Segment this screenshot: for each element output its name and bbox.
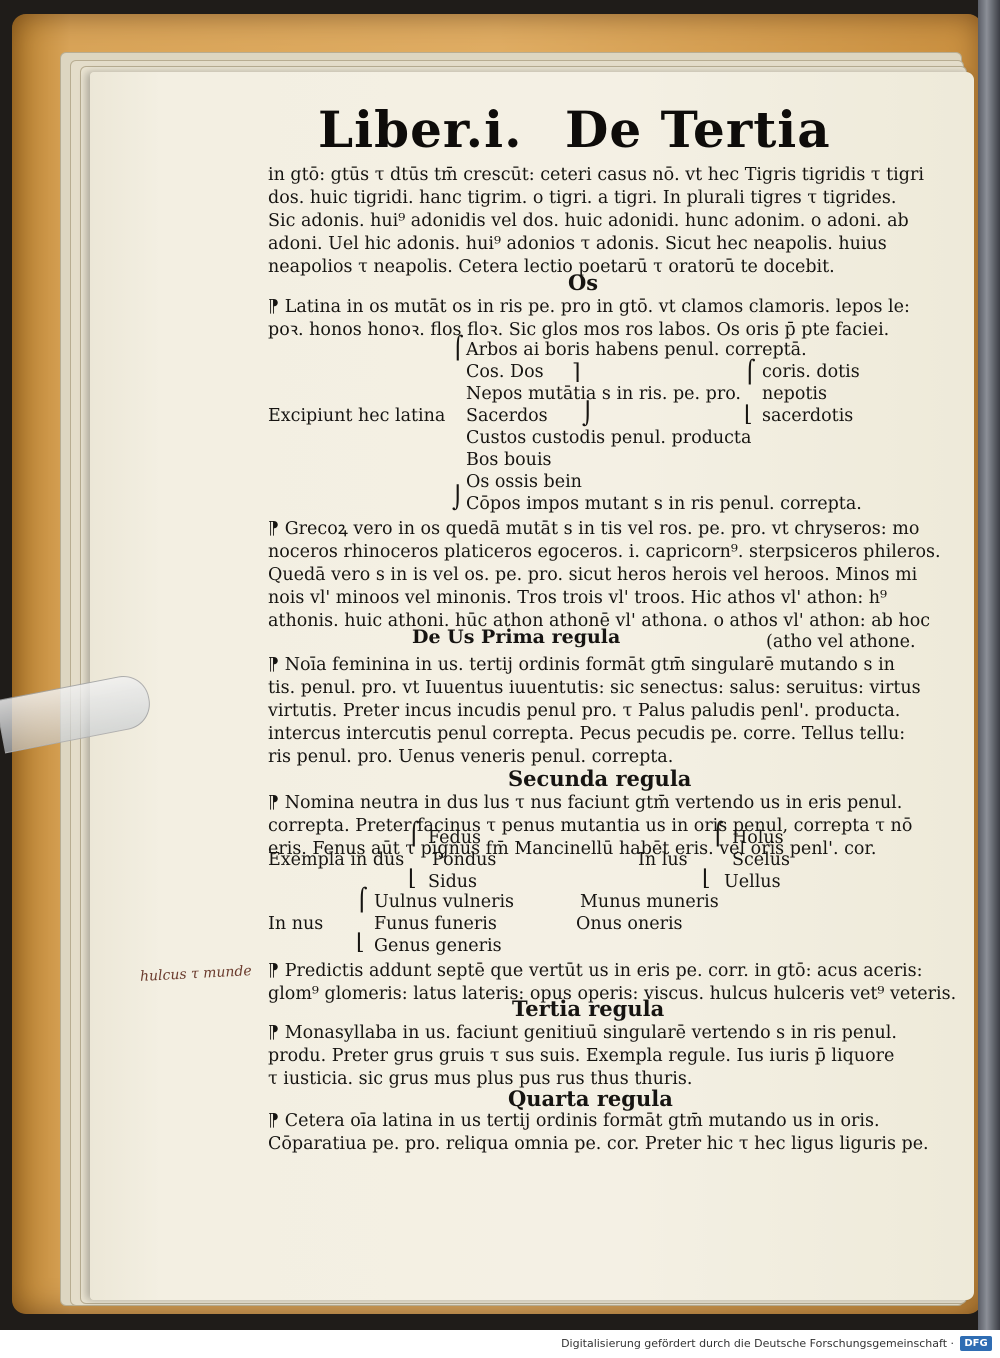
exception-result: coris. dotis [762,362,860,382]
running-header-right: De Tertia [565,100,831,159]
section-heading-prima: De Us Prima regula [412,626,621,648]
section-heading-tertia: Tertia regula [512,996,665,1021]
example-label: In lus [638,850,688,870]
exception-result: nepotis [762,384,827,404]
text-aside: (atho vel athone. [766,632,916,652]
text-line: Sic adonis. hui⁹ adonidis vel dos. huic … [268,211,909,231]
example-word: Holus [732,828,784,848]
exception-item: Os ossis bein [466,472,582,492]
example-word: Funus funeris [374,914,497,934]
scanned-page: Liber.i. De Tertia in gtō: gtūs τ dtūs t… [0,0,1000,1330]
example-label: In nus [268,914,324,934]
text-line: ⁋ Nomina neutra in dus lus τ nus faciunt… [268,793,903,813]
section-heading-os: Os [568,270,599,295]
text-line: Quedā vero s in is vel os. pe. pro. sicu… [268,565,918,585]
text-line: adoni. Uel hic adonis. hui⁹ adonios τ ad… [268,234,887,254]
example-word: Genus generis [374,936,502,956]
example-label: Exempla in dus [268,850,405,870]
text-line: athonis. huic athoni. hūc athon athonē v… [268,611,931,631]
funding-credit: Digitalisierung gefördert durch die Deut… [561,1337,954,1350]
exception-item: Custos custodis penul. producta [466,428,752,448]
text-line: poꝛ. honos honoꝛ. flos floꝛ. Sic glos mo… [268,320,890,340]
exception-result: sacerdotis [762,406,854,426]
text-line: nois vl' minoos vel minonis. Tros trois … [268,588,888,608]
text-line: τ iusticia. sic grus mus plus pus rus th… [268,1069,693,1089]
example-word: Uulnus vulneris [374,892,515,912]
text-line: dos. huic tigridi. hanc tigrim. o tigri.… [268,188,897,208]
text-line: ⁋ Grecoꝝ vero in os quedā mutāt s in tis… [268,519,920,539]
example-word: Onus oneris [576,914,683,934]
example-word: Pondus [432,850,497,870]
exception-item: Sacerdos [466,406,548,426]
exception-item: Cos. Dos [466,362,544,382]
text-line: ⁋ Cetera oīa latina in us tertij ordinis… [268,1111,880,1131]
text-line: virtutis. Preter incus incudis penul pro… [268,701,901,721]
example-word: Sidus [428,872,478,892]
exception-item: Cōpos impos mutant s in ris penul. corre… [466,494,862,514]
text-line: ⁋ Noīa feminina in us. tertij ordinis fo… [268,655,895,675]
text-line: neapolios τ neapolis. Cetera lectio poet… [268,257,835,277]
text-line: correpta. Preter facinus τ penus mutanti… [268,816,913,836]
book-clasp [978,0,1000,1330]
section-heading-secunda: Secunda regula [508,766,692,791]
exception-item: Nepos mutātia s in ris. pe. pro. [466,384,741,404]
text-line: ⁋ Monasyllaba in us. faciunt genitiuū si… [268,1023,897,1043]
text-line: ris penul. pro. Uenus veneris penul. cor… [268,747,674,767]
text-line: ⁋ Predictis addunt septē que vertūt us i… [268,961,923,981]
exceptions-label: Excipiunt hec latina [268,406,446,426]
example-word: Munus muneris [580,892,719,912]
book-leaf [90,72,974,1300]
text-line: noceros rhinoceros platiceros egoceros. … [268,542,941,562]
dfg-logo-icon: DFG [960,1336,992,1351]
example-word: Scelus [732,850,790,870]
text-line: in gtō: gtūs τ dtūs tm̄ crescūt: ceteri … [268,165,924,185]
section-heading-quarta: Quarta regula [508,1086,673,1111]
footer-bar: Digitalisierung gefördert durch die Deut… [0,1330,1000,1358]
text-line: tis. penul. pro. vt Iuuentus iuuentutis:… [268,678,921,698]
text-line: produ. Preter grus gruis τ sus suis. Exe… [268,1046,895,1066]
text-line: glom⁹ glomeris: latus lateris: opus oper… [268,984,957,1004]
text-line: intercus intercutis penul correpta. Pecu… [268,724,906,744]
text-line: Cōparatiua pe. pro. reliqua omnia pe. co… [268,1134,929,1154]
text-line: ⁋ Latina in os mutāt os in ris pe. pro i… [268,297,910,317]
exception-item: Bos bouis [466,450,552,470]
example-word: Uellus [724,872,781,892]
example-word: Fedus [428,828,481,848]
exception-item: Arbos ai boris habens penul. correptā. [466,340,807,360]
text-line: eris. Fenus aūt τ pignus fm̄ Mancinellū … [268,839,877,859]
running-header-left: Liber.i. [318,100,523,159]
